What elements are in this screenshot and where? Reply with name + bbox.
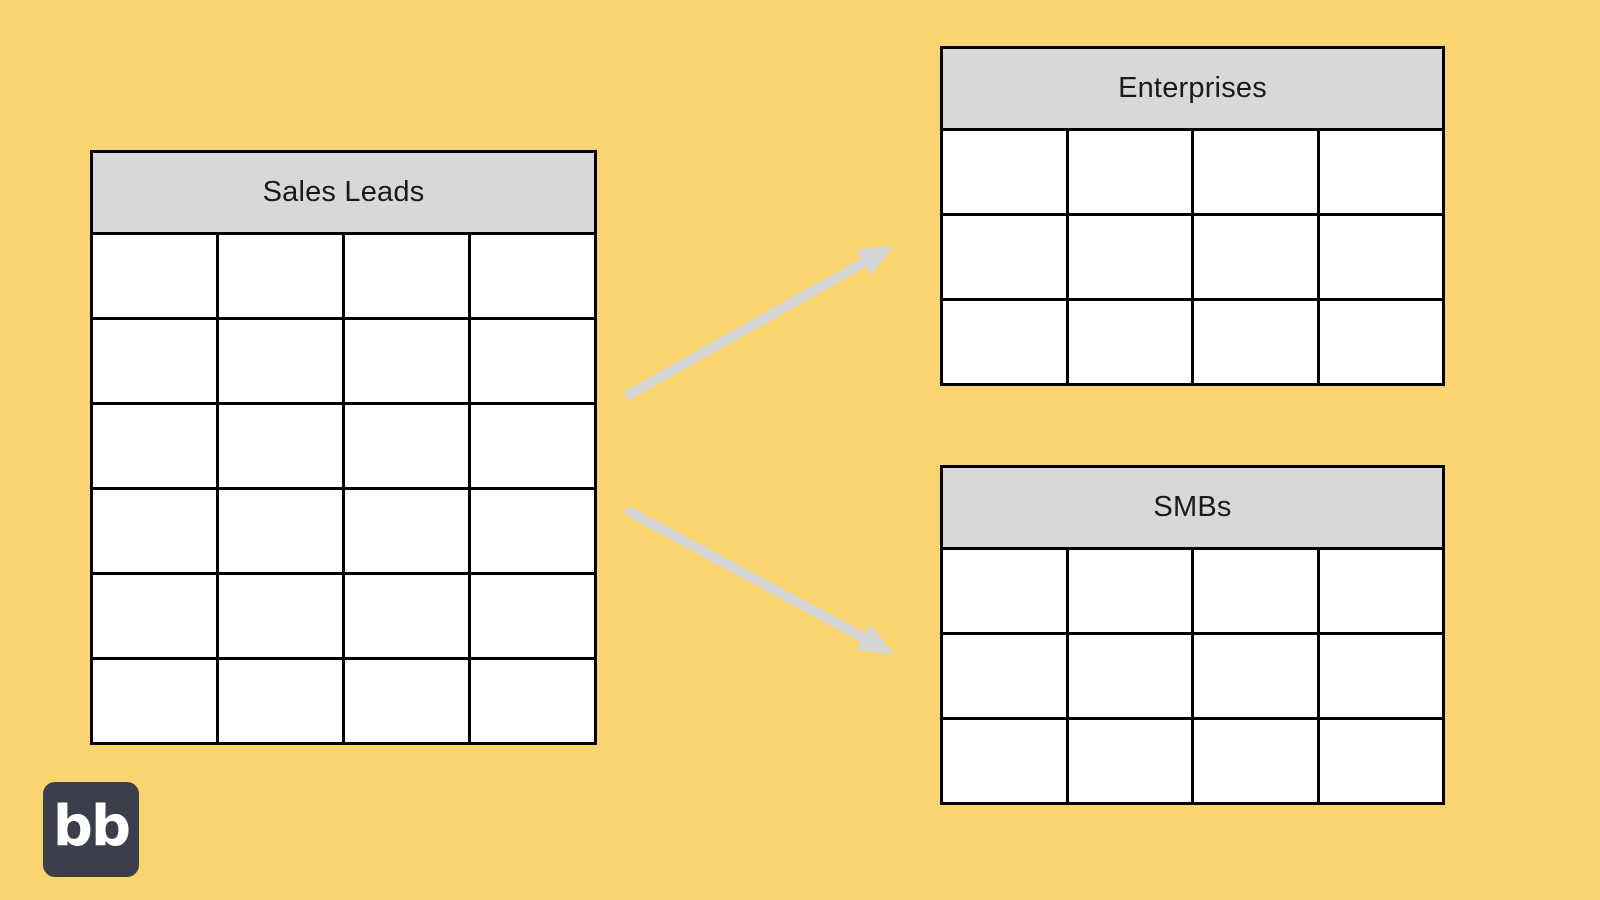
bb-logo: bb <box>43 782 139 877</box>
table-cell <box>345 235 468 317</box>
table-cell <box>1068 720 1191 802</box>
table-cell <box>93 235 216 317</box>
smbs-table: SMBs <box>940 465 1445 805</box>
table-cell <box>1194 550 1317 632</box>
enterprises-table-title: Enterprises <box>943 49 1442 128</box>
table-cell <box>1068 301 1191 383</box>
table-cell <box>93 575 216 657</box>
table-cell <box>345 320 468 402</box>
table-cell <box>1194 720 1317 802</box>
table-cell <box>943 550 1066 632</box>
sales-leads-table: Sales Leads <box>90 150 597 745</box>
table-cell <box>1068 131 1191 213</box>
table-cell <box>1194 131 1317 213</box>
table-cell <box>219 235 342 317</box>
table-cell <box>1319 216 1442 298</box>
table-cell <box>1319 550 1442 632</box>
enterprises-table: Enterprises <box>940 46 1445 386</box>
table-cell <box>1068 550 1191 632</box>
arrow-to-smbs <box>625 507 895 655</box>
table-cell <box>345 405 468 487</box>
enterprises-table-grid <box>943 131 1442 383</box>
table-cell <box>1319 720 1442 802</box>
table-cell <box>345 660 468 742</box>
table-cell <box>93 660 216 742</box>
table-cell <box>219 320 342 402</box>
sales-leads-table-grid <box>93 235 594 742</box>
table-cell <box>1319 301 1442 383</box>
table-cell <box>219 660 342 742</box>
table-cell <box>943 216 1066 298</box>
table-cell <box>1319 131 1442 213</box>
table-cell <box>471 660 594 742</box>
table-cell <box>471 405 594 487</box>
table-cell <box>1194 301 1317 383</box>
table-cell <box>219 490 342 572</box>
table-cell <box>1319 635 1442 717</box>
table-cell <box>345 575 468 657</box>
table-cell <box>219 575 342 657</box>
table-cell <box>93 405 216 487</box>
table-cell <box>471 575 594 657</box>
table-cell <box>345 490 468 572</box>
table-cell <box>93 320 216 402</box>
table-cell <box>943 720 1066 802</box>
arrow-to-enterprises <box>625 245 895 399</box>
sales-leads-table-title: Sales Leads <box>93 153 594 232</box>
table-cell <box>471 490 594 572</box>
table-cell <box>943 635 1066 717</box>
table-cell <box>1194 216 1317 298</box>
table-cell <box>1068 216 1191 298</box>
table-cell <box>93 490 216 572</box>
table-cell <box>471 320 594 402</box>
bb-logo-text: bb <box>52 793 131 859</box>
smbs-table-grid <box>943 550 1442 802</box>
smbs-table-title: SMBs <box>943 468 1442 547</box>
table-cell <box>219 405 342 487</box>
table-cell <box>471 235 594 317</box>
table-cell <box>943 131 1066 213</box>
table-cell <box>1068 635 1191 717</box>
table-cell <box>1194 635 1317 717</box>
table-cell <box>943 301 1066 383</box>
